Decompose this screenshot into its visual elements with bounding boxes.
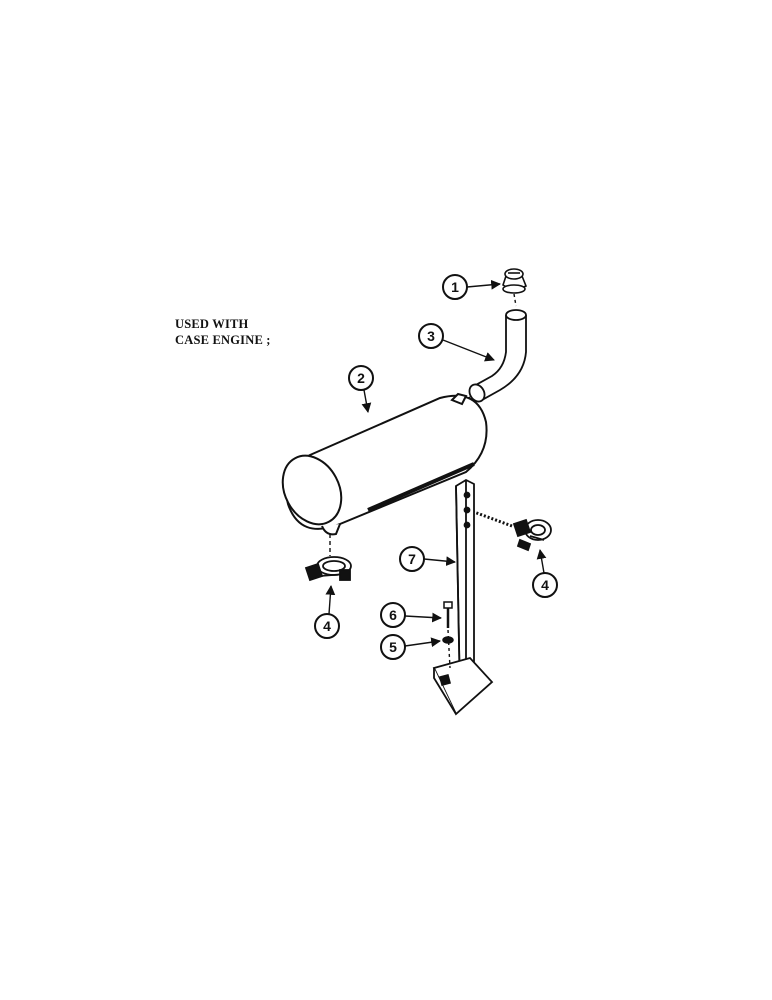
- usage-note: USED WITH CASE ENGINE ;: [175, 316, 271, 348]
- callout-3-label: 3: [427, 328, 435, 344]
- bolt-part: [443, 601, 453, 628]
- callout-7: 7: [399, 546, 456, 572]
- callout-4-right-label: 4: [541, 577, 549, 593]
- callout-5: 5: [380, 634, 441, 660]
- exhaust-elbow-pipe-part: [468, 309, 527, 403]
- clamp-right-part: [512, 518, 552, 552]
- assembly-line-bolt-bracket: [447, 629, 451, 669]
- callout-4-left-label: 4: [323, 618, 331, 634]
- callout-4-left: 4: [314, 585, 340, 639]
- clamp-left-part: [304, 556, 352, 582]
- callout-2-label: 2: [357, 370, 365, 386]
- rain-cap-part: [502, 268, 528, 294]
- callout-1: 1: [442, 274, 501, 300]
- muffler-part: [281, 392, 488, 536]
- usage-note-line-2: CASE ENGINE ;: [175, 333, 271, 347]
- callout-1-label: 1: [451, 279, 459, 295]
- callout-6-label: 6: [389, 607, 397, 623]
- usage-note-line-1: USED WITH: [175, 317, 249, 331]
- assembly-line-clamp-bracket: [473, 510, 513, 528]
- assembly-line-cap-pipe: [513, 293, 517, 307]
- callout-7-label: 7: [408, 551, 416, 567]
- callout-2: 2: [348, 365, 374, 413]
- callout-6: 6: [380, 602, 442, 628]
- callout-5-label: 5: [389, 639, 397, 655]
- mounting-bracket-part: [432, 478, 494, 716]
- callout-3: 3: [418, 323, 495, 362]
- callout-4-right: 4: [532, 549, 558, 598]
